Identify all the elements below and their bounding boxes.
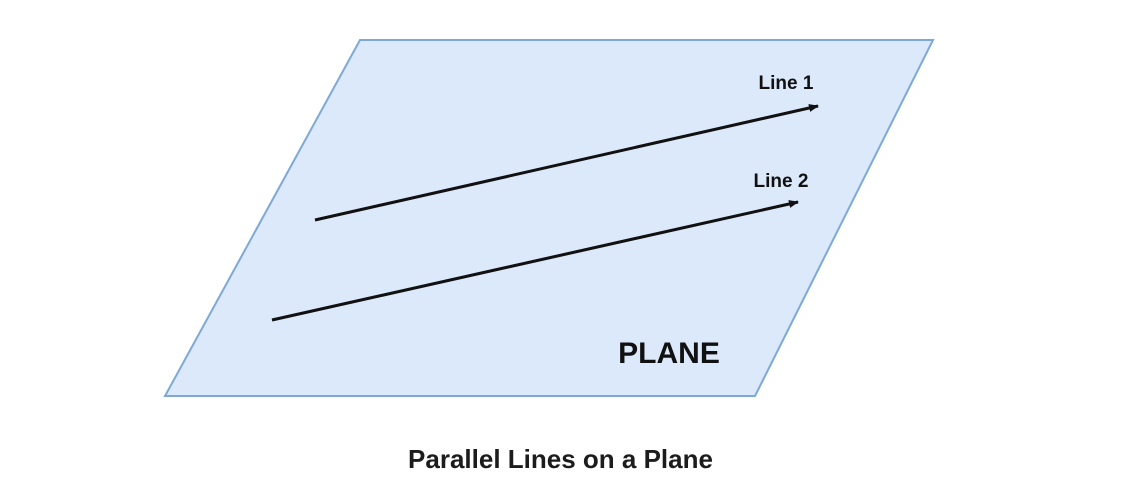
plane-label: PLANE	[618, 337, 720, 370]
diagram-caption: Parallel Lines on a Plane	[408, 444, 713, 474]
plane-shape	[163, 39, 935, 397]
line-2-label: Line 2	[754, 171, 809, 192]
line-1-arrow	[314, 104, 819, 222]
line-1-label: Line 1	[759, 73, 814, 94]
line-2-arrow	[271, 200, 799, 322]
